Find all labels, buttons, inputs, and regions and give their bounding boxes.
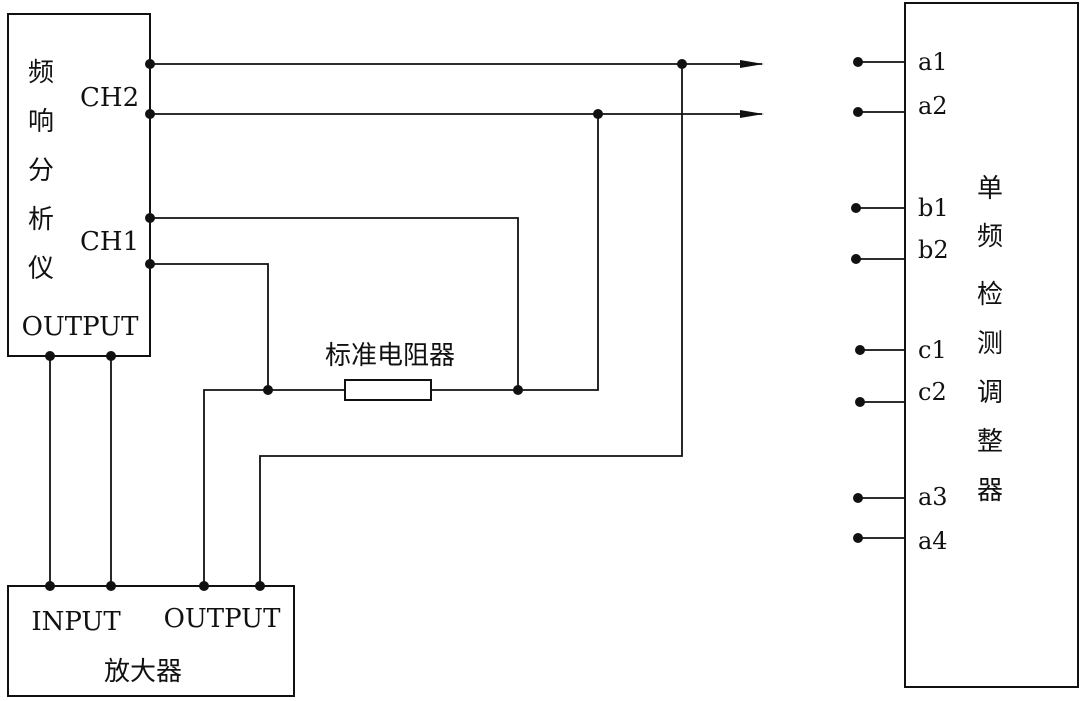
detector-title-char: 检 xyxy=(977,280,1003,310)
terminal-label: c1 xyxy=(918,336,947,364)
detector-terminals: a1 a2 b1 b2 c1 c2 a3 xyxy=(851,48,949,555)
amplifier-input-dot xyxy=(45,581,55,591)
terminal-label: b2 xyxy=(918,236,949,264)
terminal-a1: a1 xyxy=(853,48,948,76)
junction-dot xyxy=(513,385,523,395)
analyzer-ch2-label: CH2 xyxy=(80,83,139,113)
junction-dot xyxy=(263,385,273,395)
terminal-c1: c1 xyxy=(855,336,947,364)
amplifier-output-dot xyxy=(199,581,209,591)
analyzer-box xyxy=(7,13,151,357)
analyzer-title-char: 分 xyxy=(28,156,54,186)
amplifier-input-dot xyxy=(106,581,116,591)
terminal-c2: c2 xyxy=(855,378,947,407)
junction-dot xyxy=(593,109,603,119)
resistor-to-ch2-lower-wire xyxy=(518,114,599,391)
detector-title-char: 单 xyxy=(977,174,1003,204)
analyzer-output-label: OUTPUT xyxy=(22,312,140,342)
frequency-response-analyzer: 频 响 分 析 仪 CH2 CH1 OUTPUT xyxy=(7,13,151,357)
single-frequency-detector: 单 频 检 测 调 整 器 xyxy=(904,2,1079,688)
terminal-label: a3 xyxy=(918,483,948,511)
terminal-a2: a2 xyxy=(853,92,948,120)
analyzer-title-char: 频 xyxy=(28,58,54,88)
detector-title-char: 调 xyxy=(977,378,1003,408)
analyzer-ch1-label: CH1 xyxy=(80,227,139,257)
analyzer-title-char: 仪 xyxy=(28,254,54,284)
terminal-label: c2 xyxy=(918,378,947,406)
resistor-label: 标准电阻器 xyxy=(325,341,455,371)
amplifier-box xyxy=(7,585,295,697)
detector-title-char: 整 xyxy=(977,427,1003,457)
detector-title-char: 频 xyxy=(977,222,1003,252)
analyzer-title-char: 析 xyxy=(28,205,54,235)
ch2-terminal-dot xyxy=(145,109,155,119)
amplifier-output-dot xyxy=(255,581,265,591)
resistor-body xyxy=(344,379,432,401)
detector-title-char: 测 xyxy=(977,329,1003,359)
terminal-a3: a3 xyxy=(853,483,948,511)
junction-dot xyxy=(677,59,687,69)
amplifier-name-label: 放大器 xyxy=(104,657,182,687)
terminal-b1: b1 xyxy=(851,194,949,222)
amp-output-to-ch2-upper-wire xyxy=(259,64,683,586)
standard-resistor: 标准电阻器 xyxy=(325,341,455,401)
detector-box xyxy=(904,2,1079,688)
terminal-label: a4 xyxy=(918,527,948,555)
analyzer-title-char: 响 xyxy=(28,107,54,137)
ch1-terminal-dot xyxy=(145,259,155,269)
amplifier-input-label: INPUT xyxy=(31,607,121,637)
terminal-label: b1 xyxy=(918,194,949,222)
wiring xyxy=(49,60,764,586)
ch1-lower-wire xyxy=(150,263,269,390)
junction-dots xyxy=(45,59,687,591)
detector-title-char: 器 xyxy=(977,476,1003,506)
ch2-terminal-dot xyxy=(145,59,155,69)
analyzer-output-dot xyxy=(106,351,116,361)
terminal-label: a1 xyxy=(918,48,948,76)
resistor-to-amp-output-wire xyxy=(203,389,268,586)
ch1-terminal-dot xyxy=(145,213,155,223)
terminal-label: a2 xyxy=(918,92,948,120)
amplifier-output-label: OUTPUT xyxy=(164,604,282,634)
terminal-a4: a4 xyxy=(853,527,948,555)
terminal-b2: b2 xyxy=(851,236,949,264)
ch1-upper-wire xyxy=(150,217,519,390)
amplifier: INPUT OUTPUT 放大器 xyxy=(7,585,295,697)
analyzer-output-dot xyxy=(45,351,55,361)
